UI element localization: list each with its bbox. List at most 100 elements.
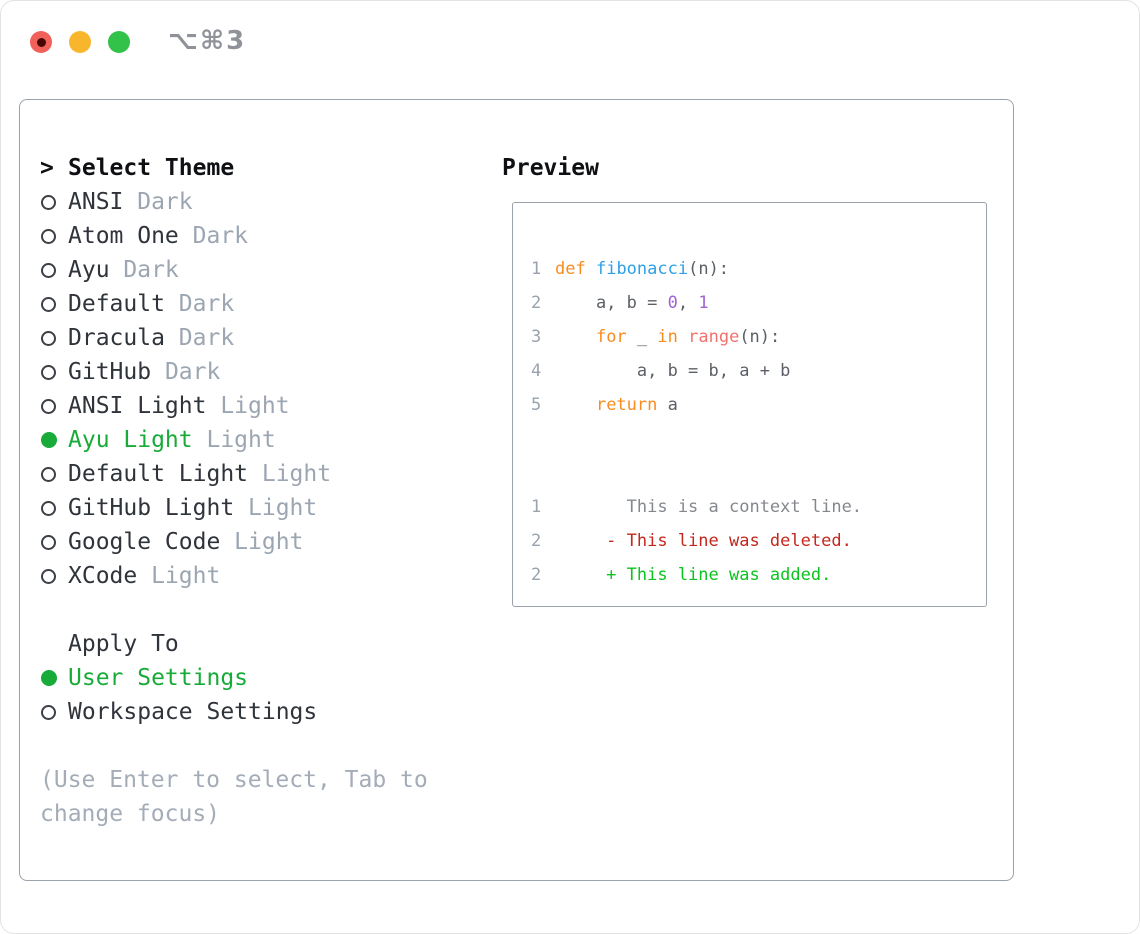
code-token: in — [657, 327, 678, 347]
line-number: 1 — [531, 497, 542, 517]
radio-marker — [40, 704, 68, 720]
radio-marker — [40, 194, 68, 210]
theme-name: XCode — [68, 563, 138, 589]
theme-option[interactable]: Google Code Light — [40, 525, 490, 559]
preview-line: 1 def fibonacci(n): — [531, 252, 986, 286]
radio-marker — [40, 296, 68, 312]
theme-option[interactable]: GitHub Dark — [40, 355, 490, 389]
apply-to-option[interactable]: User Settings — [40, 661, 490, 695]
zoom-button[interactable] — [108, 31, 130, 53]
theme-option[interactable]: Ayu Dark — [40, 253, 490, 287]
preview-line: 2 + This line was added. — [531, 558, 986, 592]
radio-marker — [40, 364, 68, 380]
code-token: fibonacci — [595, 259, 689, 279]
line-number: 5 — [531, 395, 542, 415]
theme-name: GitHub — [68, 359, 152, 385]
theme-name: Ayu — [68, 257, 110, 283]
apply-to-option[interactable]: Workspace Settings — [40, 695, 490, 729]
code-token: a — [657, 395, 678, 415]
radio-marker — [40, 500, 68, 516]
radio-marker — [40, 398, 68, 414]
traffic-lights — [30, 31, 130, 53]
preview-line: 3 for _ in range(n): — [531, 320, 986, 354]
theme-variant: Dark — [164, 359, 221, 385]
spacer — [40, 729, 490, 763]
apply-to-name: Workspace Settings — [68, 699, 318, 725]
theme-variant: Dark — [123, 257, 179, 283]
close-button[interactable] — [30, 31, 52, 53]
radio-icon — [41, 364, 56, 380]
code-token — [678, 327, 688, 347]
theme-variant: Dark — [178, 325, 235, 351]
theme-variant: Dark — [178, 291, 235, 317]
preview-line — [531, 456, 986, 490]
line-number: 3 — [531, 327, 542, 347]
code-token: This is a context line. — [555, 497, 863, 517]
minimize-button[interactable] — [69, 31, 91, 53]
line-number: 2 — [531, 531, 542, 551]
preview-line: 4 a, b = b, a + b — [531, 354, 986, 388]
record-dot-icon — [36, 37, 46, 47]
radio-icon — [41, 568, 56, 584]
radio-icon — [41, 704, 56, 720]
code-token: (n): — [739, 327, 781, 347]
theme-name: Google Code — [68, 529, 221, 555]
code-token: , — [677, 293, 699, 313]
radio-marker — [40, 466, 68, 482]
code-token: a, b = b, a + b — [555, 361, 791, 381]
radio-icon — [41, 466, 56, 482]
radio-icon — [41, 432, 57, 448]
theme-option[interactable]: Dracula Dark — [40, 321, 490, 355]
preview-title: Preview — [502, 155, 599, 181]
code-token: 1 — [698, 293, 709, 313]
preview-line: 1 This is a context line. — [531, 490, 986, 524]
theme-variant: Light — [234, 529, 304, 555]
theme-name: ANSI Light — [68, 393, 207, 419]
theme-name: GitHub Light — [68, 495, 235, 521]
radio-marker — [40, 670, 68, 686]
code-token: (n): — [688, 259, 730, 279]
code-token: range — [688, 327, 740, 347]
code-token: 0 — [667, 293, 678, 313]
line-number: 4 — [531, 361, 542, 381]
theme-option[interactable]: ANSI Light Light — [40, 389, 490, 423]
theme-name: Dracula — [68, 325, 165, 351]
preview-line: 5 return a — [531, 388, 986, 422]
code-token: for — [595, 327, 627, 347]
line-number: 1 — [531, 259, 542, 279]
code-token: def — [555, 259, 586, 279]
code-token — [555, 395, 596, 415]
prompt-icon: > — [40, 155, 54, 181]
code-token: return — [595, 395, 658, 415]
theme-variant: Light — [220, 393, 290, 419]
help-text: (Use Enter to select, Tab to change focu… — [40, 767, 428, 827]
radio-icon — [41, 670, 57, 686]
theme-variant: Dark — [137, 189, 193, 215]
code-token: + This line was added. — [555, 565, 832, 585]
theme-option[interactable]: Default Light Light — [40, 457, 490, 491]
line-number: 2 — [531, 565, 542, 585]
code-token: _ — [626, 327, 658, 347]
theme-name: Default Light — [68, 461, 249, 487]
apply-to-header-row: Apply To — [40, 627, 490, 661]
theme-name: Atom One — [68, 223, 179, 249]
titlebar: ⌥⌘3 — [1, 1, 1139, 83]
radio-icon — [41, 262, 56, 278]
select-theme-title: Select Theme — [68, 155, 235, 181]
window-title: ⌥⌘3 — [168, 26, 247, 56]
radio-icon — [41, 228, 56, 244]
theme-variant: Light — [261, 461, 332, 487]
code-token: - This line was deleted. — [555, 531, 852, 551]
radio-icon — [41, 194, 56, 210]
radio-icon — [41, 534, 56, 550]
